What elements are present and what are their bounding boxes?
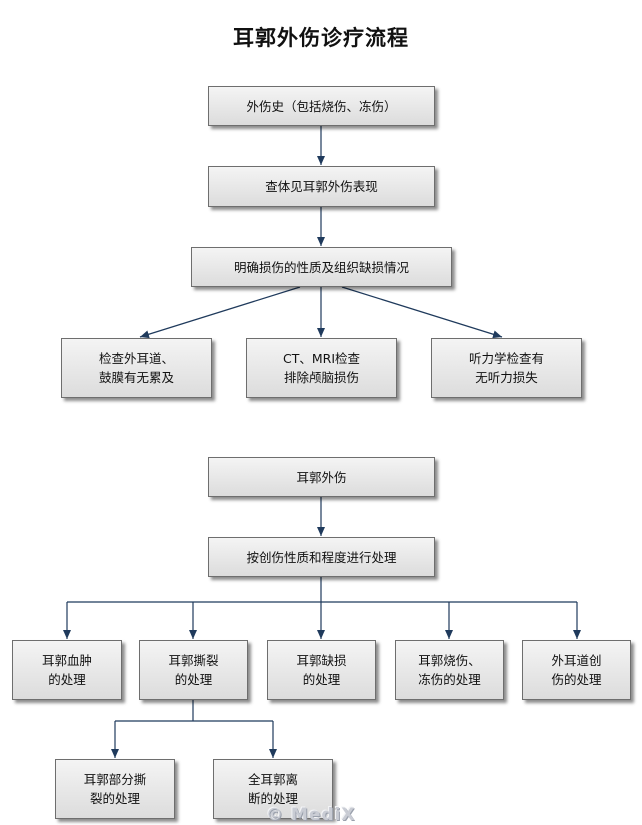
watermark-text: © MediX	[266, 805, 356, 825]
node-ear-canal-trauma: 外耳道创 伤的处理	[522, 640, 631, 700]
node-hearing-test: 听力学检查有 无听力损失	[431, 338, 582, 398]
node-laceration: 耳郭撕裂 的处理	[139, 640, 248, 700]
node-ct-mri: CT、MRI检查 排除颅脑损伤	[246, 338, 397, 398]
node-auricle-injury: 耳郭外伤	[208, 457, 435, 497]
diagram-title: 耳郭外伤诊疗流程	[233, 26, 409, 50]
node-total-avulsion: 全耳郭离 断的处理	[213, 759, 333, 819]
node-treat-by-severity: 按创伤性质和程度进行处理	[208, 537, 435, 577]
node-define-injury: 明确损伤的性质及组织缺损情况	[191, 247, 452, 287]
node-hematoma: 耳郭血肿 的处理	[12, 640, 122, 700]
node-injury-history: 外伤史（包括烧伤、冻伤）	[208, 86, 435, 126]
node-check-ear-canal: 检查外耳道、 鼓膜有无累及	[61, 338, 212, 398]
node-defect: 耳郭缺损 的处理	[267, 640, 376, 700]
node-partial-laceration: 耳郭部分撕 裂的处理	[55, 759, 175, 819]
node-burn-frostbite: 耳郭烧伤、 冻伤的处理	[395, 640, 504, 700]
edge-define-hearing	[341, 286, 503, 339]
node-physical-exam: 查体见耳郭外伤表现	[208, 166, 435, 207]
edge-define-canal	[139, 286, 301, 339]
